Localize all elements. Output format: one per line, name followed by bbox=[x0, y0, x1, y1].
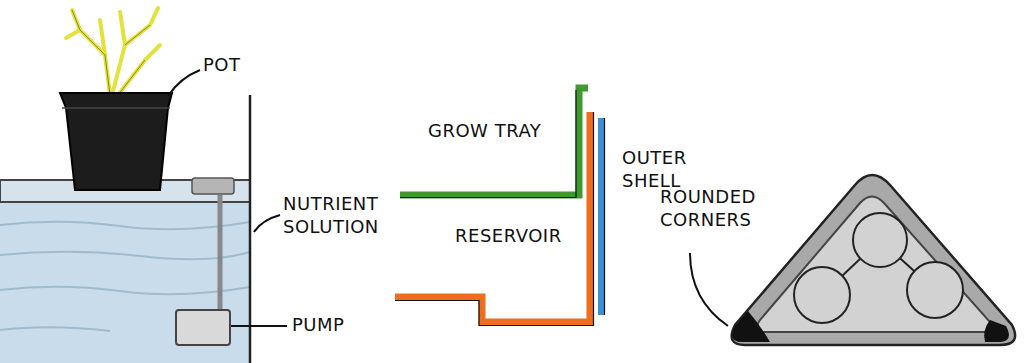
pump-symbol bbox=[176, 310, 230, 345]
outer-shell-outline bbox=[604, 118, 605, 315]
pot-holes bbox=[794, 213, 963, 323]
pump-pipe bbox=[218, 195, 223, 312]
plant bbox=[66, 8, 160, 95]
leader-line bbox=[254, 215, 280, 232]
rounded-corner-mark bbox=[732, 311, 770, 342]
reservoir-section bbox=[395, 112, 590, 322]
outer-shell-section bbox=[598, 118, 604, 315]
part-label: PUMP bbox=[292, 314, 344, 337]
grow-tray-outline bbox=[400, 90, 576, 198]
leader-line bbox=[231, 325, 287, 327]
part-label: ROUNDED CORNERS bbox=[660, 186, 756, 231]
leader-line bbox=[168, 70, 200, 96]
nutrient-solution-fill bbox=[0, 200, 250, 363]
pot bbox=[60, 93, 172, 190]
rounded-shell bbox=[732, 175, 1015, 345]
tank-wall bbox=[249, 95, 252, 363]
inner-tray bbox=[757, 197, 992, 333]
plant-outline bbox=[72, 10, 150, 95]
part-label: GROW TRAY bbox=[428, 120, 541, 143]
grow-tray-section bbox=[400, 88, 588, 195]
leader-line bbox=[690, 253, 728, 326]
part-label: NUTRIENT SOLUTION bbox=[283, 193, 379, 238]
outlet-block bbox=[192, 178, 234, 194]
rounded-corner-mark bbox=[984, 320, 1009, 342]
part-label: OUTER SHELL bbox=[622, 147, 687, 192]
reservoir-outline bbox=[395, 112, 594, 326]
part-label: RESERVOIR bbox=[455, 225, 562, 248]
part-label: POT bbox=[203, 54, 241, 77]
pot-rim bbox=[62, 107, 170, 109]
